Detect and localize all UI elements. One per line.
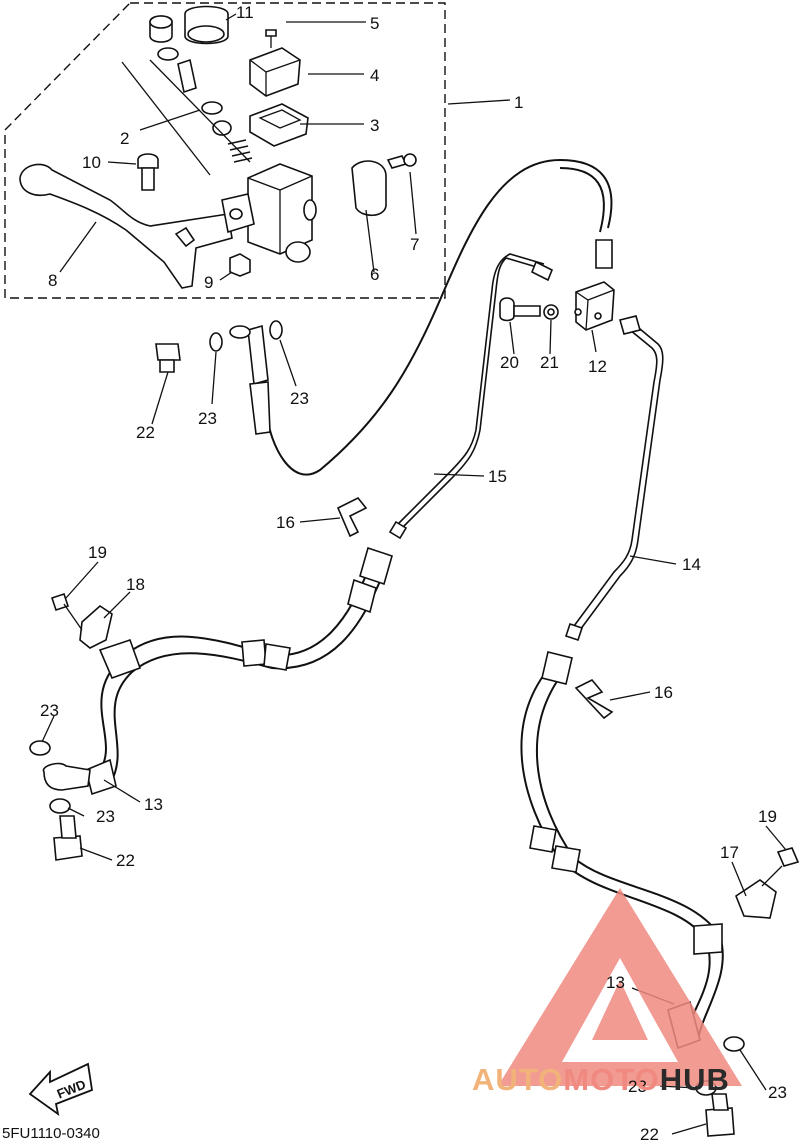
callout-label: 13	[144, 795, 163, 814]
forward-direction-marker: FWD	[28, 1062, 93, 1117]
brake-hose-joint	[575, 281, 615, 331]
callout-label: 11	[236, 3, 254, 22]
callout-label: 18	[126, 575, 145, 594]
callout-label: 21	[540, 353, 559, 372]
callout-label: 7	[410, 235, 419, 254]
callout-label: 22	[640, 1125, 659, 1142]
callout-label: 23	[96, 807, 115, 826]
assembly-group-outline	[4, 2, 446, 299]
callout-label: 23	[628, 1077, 647, 1096]
callout-label: 6	[370, 265, 379, 284]
callout-label: 22	[116, 851, 135, 870]
watermark-word-auto: AUTO	[472, 1062, 563, 1097]
callout-labels: 1 2 3 4 5 6 7 8 9 10 11 12 13 13 14 15 1…	[40, 3, 787, 1142]
diagram-code: 5FU1110-0340	[2, 1125, 100, 1142]
callout-label: 8	[48, 271, 57, 290]
watermark-word-moto: MOTO	[563, 1062, 659, 1097]
callout-label: 23	[198, 409, 217, 428]
callout-label: 5	[370, 14, 379, 33]
hose-bracket-lower	[574, 679, 614, 720]
callout-label: 17	[720, 843, 739, 862]
watermark-logo	[498, 888, 742, 1086]
callout-label: 2	[120, 129, 129, 148]
callout-label: 23	[768, 1083, 787, 1102]
brake-pipes	[388, 253, 664, 642]
watermark-triangle	[498, 888, 742, 1086]
callout-label: 13	[606, 973, 625, 992]
callout-label: 19	[758, 807, 777, 826]
fwd-arrow-icon	[28, 1062, 93, 1117]
callout-label: 3	[370, 116, 379, 135]
watermark-text: AUTOMOTOHUB	[472, 1062, 730, 1097]
callout-label: 10	[82, 153, 101, 172]
callout-label: 16	[276, 513, 295, 532]
callout-label: 14	[682, 555, 701, 574]
callout-label: 22	[136, 423, 155, 442]
watermark-word-hub: HUB	[660, 1062, 730, 1097]
callout-label: 12	[588, 357, 607, 376]
callout-label: 15	[488, 467, 507, 486]
callout-label: 4	[370, 66, 379, 85]
upper-brake-hose	[229, 158, 613, 476]
callout-label: 9	[204, 273, 213, 292]
callout-label: 16	[654, 683, 673, 702]
callout-label: 19	[88, 543, 107, 562]
master-cylinder-assembly	[19, 5, 417, 289]
callout-label: 1	[514, 93, 523, 112]
callout-label: 23	[40, 701, 59, 720]
callout-leaders	[41, 13, 787, 1135]
hose-bracket-upper	[336, 496, 368, 538]
left-brake-hose	[42, 546, 393, 796]
callout-label: 20	[500, 353, 519, 372]
callout-label: 23	[290, 389, 309, 408]
